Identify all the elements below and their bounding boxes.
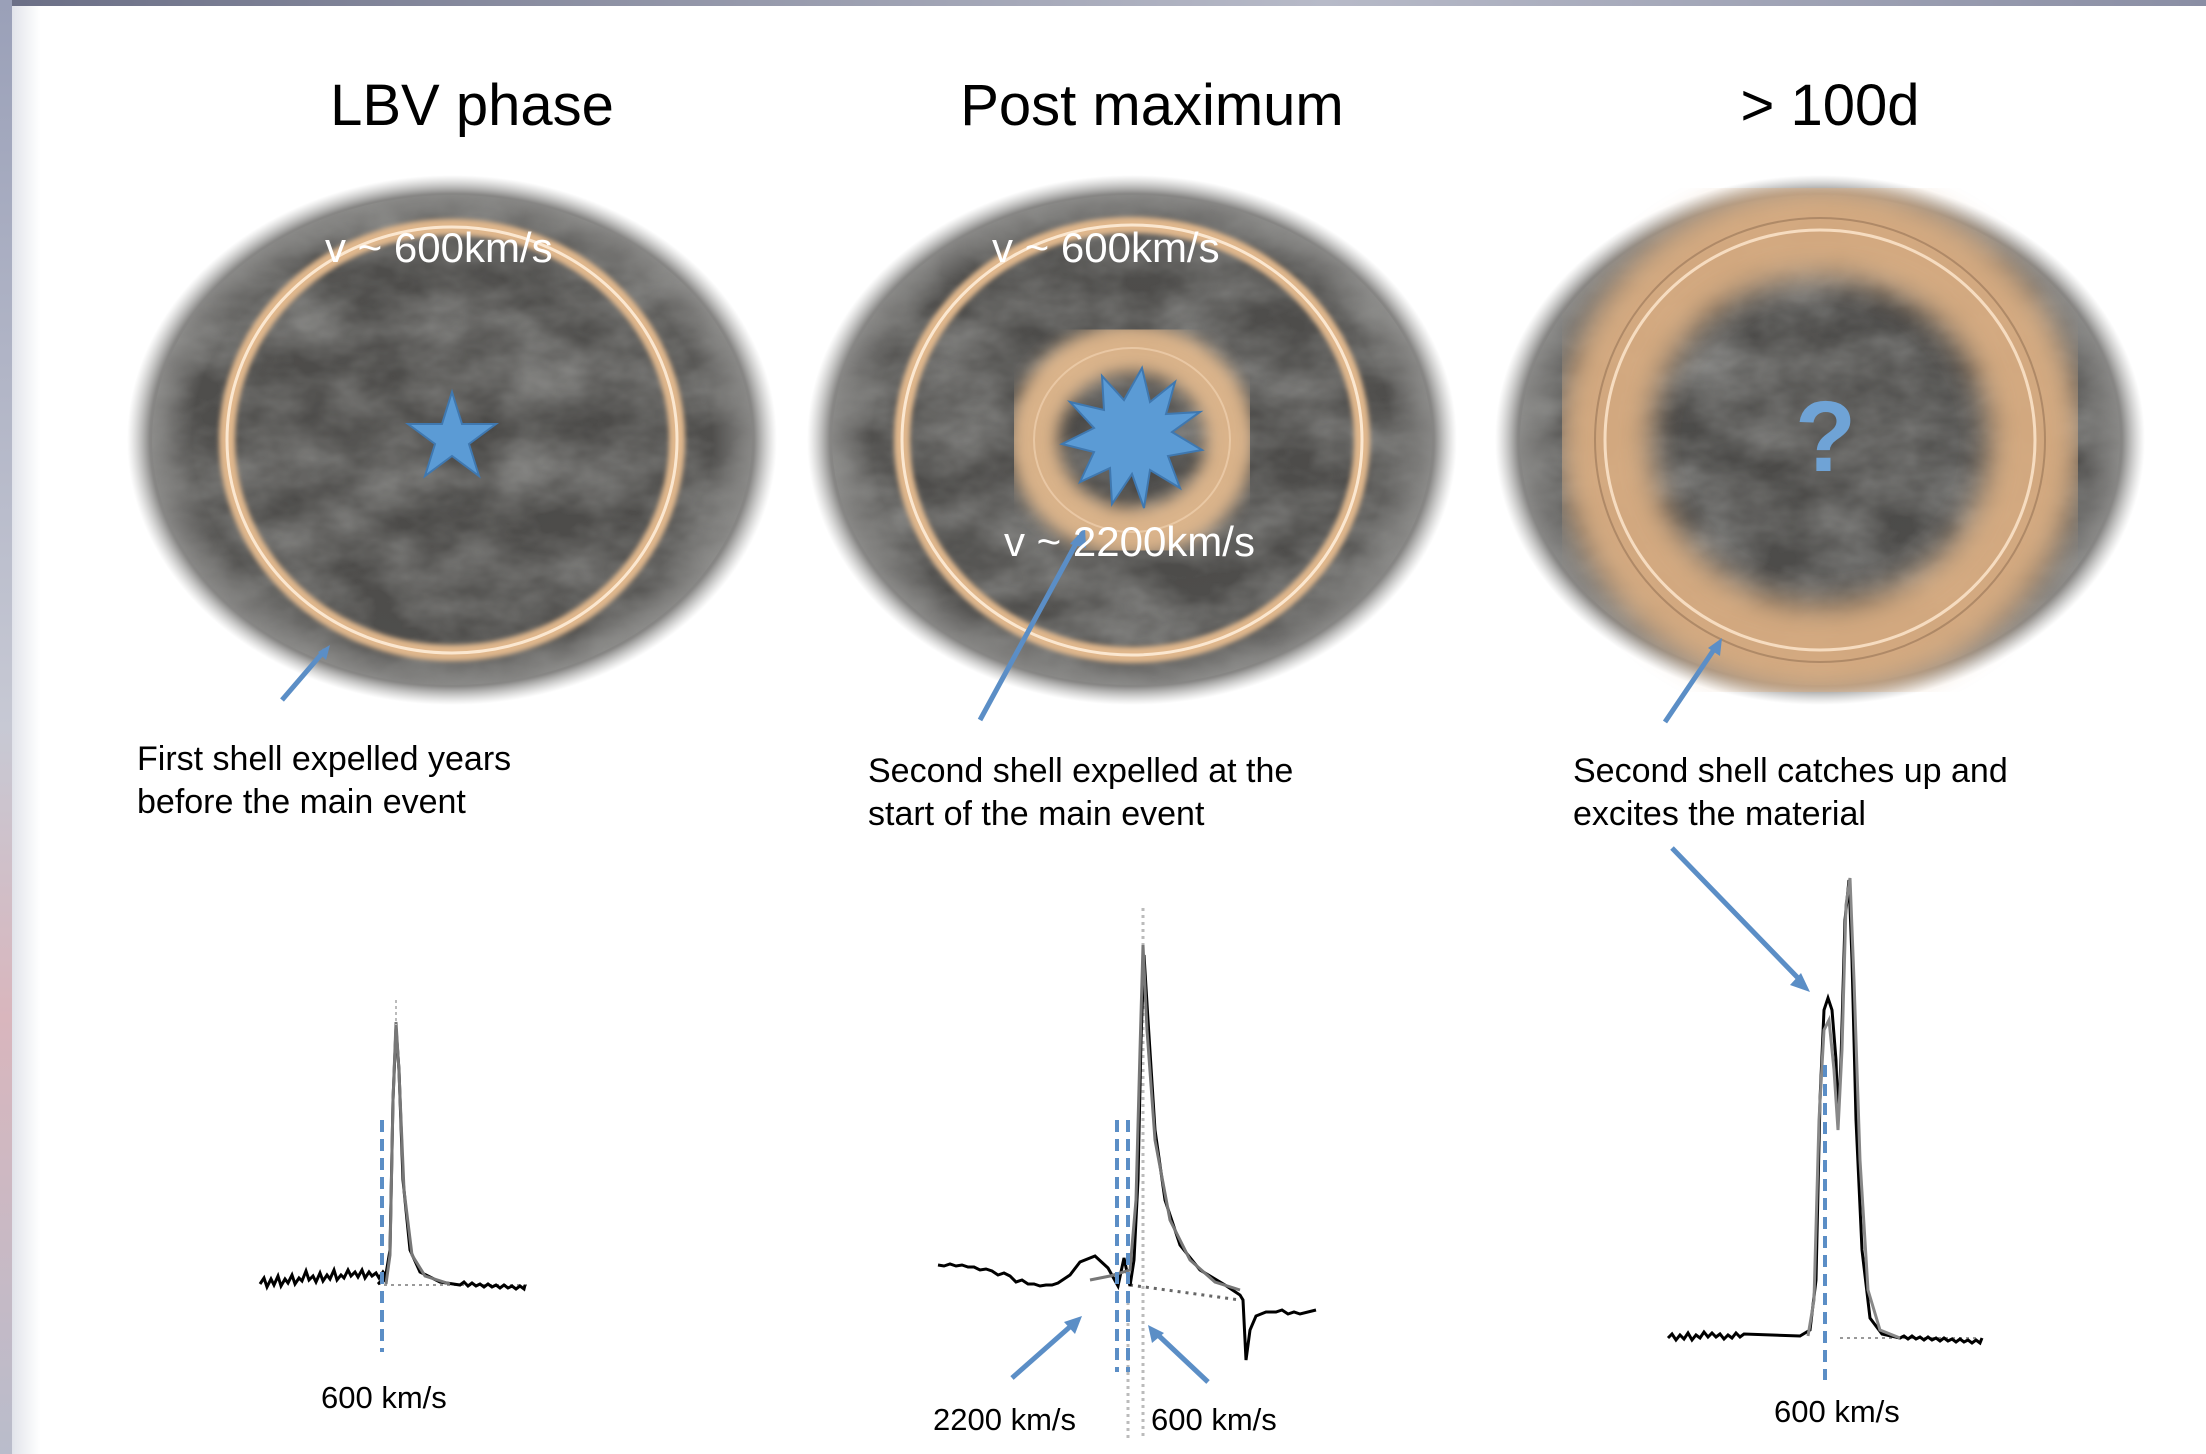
merged-shell-edge <box>1594 217 2046 663</box>
arrowhead-icon <box>1790 973 1810 992</box>
continuum-fit <box>1129 1283 1241 1302</box>
first-shell-highlight <box>225 225 679 655</box>
spectrum-label-2200: 2200 km/s <box>933 1402 1077 1437</box>
caption-line: Second shell expelled at the <box>868 752 1294 790</box>
burst-icon <box>1059 365 1205 509</box>
arrowhead-icon <box>318 645 330 660</box>
panel-title-lbv: LBV phase <box>330 73 614 138</box>
arrowhead-icon <box>1070 527 1086 548</box>
velocity-label-outer: v ~ 600km/s <box>325 224 553 271</box>
caption-line: excites the material <box>1573 795 1866 833</box>
velocity-label-outer: v ~ 600km/s <box>992 224 1220 271</box>
merged-shell-highlight <box>1603 228 2037 652</box>
caption-line: First shell expelled years <box>137 740 512 778</box>
spectrum-label-600: 600 km/s <box>1151 1402 1277 1437</box>
arrow-icon <box>1155 1332 1210 1384</box>
spectrum-label-600: 600 km/s <box>321 1380 447 1415</box>
left-border <box>0 0 12 1454</box>
panel-100d <box>1495 175 2145 724</box>
caption-100d: Second shell catches up and excites the … <box>1573 750 2008 836</box>
spectrum-label-600: 600 km/s <box>1774 1394 1900 1429</box>
spectrum-model <box>1806 877 1901 1340</box>
first-shell-highlight <box>900 223 1364 657</box>
spectrum-lbv-phase <box>258 1000 530 1352</box>
panel-lbv-phase <box>127 175 777 705</box>
panel-post-maximum <box>807 175 1457 722</box>
caption-line: Second shell catches up and <box>1573 752 2008 790</box>
spectrum-observed <box>258 1027 527 1292</box>
spectrum-observed <box>937 954 1317 1361</box>
spectrum-post-maximum <box>937 908 1317 1440</box>
top-border <box>0 0 2206 6</box>
question-mark-icon: ? <box>1795 381 1857 493</box>
arrowhead-icon <box>1708 638 1722 656</box>
arrowhead-icon <box>1148 1325 1164 1343</box>
caption-post-maximum: Second shell expelled at the start of th… <box>868 750 1293 836</box>
arrow-icon <box>1662 646 1718 724</box>
second-shell-highlight <box>1033 347 1231 533</box>
panel-title-post-maximum: Post maximum <box>960 73 1344 138</box>
caption-lbv: First shell expelled years before the ma… <box>137 738 511 824</box>
arrow-icon <box>280 648 327 702</box>
spectrum-100d <box>1666 846 1984 1380</box>
caption-line: before the main event <box>137 783 466 821</box>
spectrum-model <box>1089 944 1241 1292</box>
panel-title-100d: > 100d <box>1740 73 1920 138</box>
arrowhead-icon <box>1064 1316 1082 1334</box>
spectrum-model <box>384 1021 451 1286</box>
caption-line: start of the main event <box>868 795 1205 833</box>
arrow-icon <box>977 538 1081 722</box>
arrow-icon <box>1670 846 1800 980</box>
star-icon <box>404 388 500 479</box>
velocity-label-inner: v ~ 2200km/s <box>1004 518 1255 565</box>
arrow-icon <box>1010 1323 1074 1380</box>
